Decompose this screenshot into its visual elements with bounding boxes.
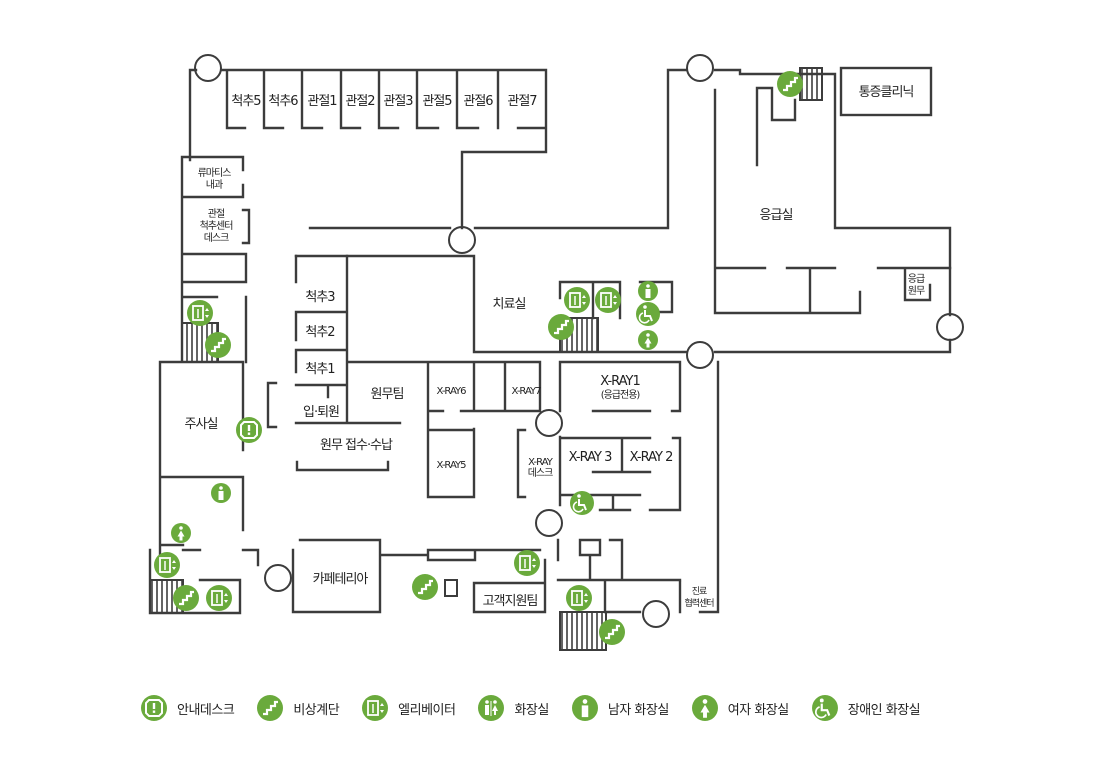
door[interactable] xyxy=(936,313,964,341)
legend-item-elevator: 엘리베이터 xyxy=(361,694,456,722)
walls xyxy=(148,66,952,651)
room-xray3: X-RAY 3 xyxy=(569,450,612,465)
room-gwanjeol1: 관절1 xyxy=(307,94,337,109)
room-gwanjeol2: 관절2 xyxy=(345,94,374,109)
desk-label-1: 관절 xyxy=(208,207,225,220)
elevator-icon[interactable] xyxy=(563,286,591,314)
room-reception: 원무 접수·수납 xyxy=(320,438,393,453)
female-restroom-icon[interactable] xyxy=(638,330,658,350)
room-xray1-sub: (응급전용) xyxy=(601,389,641,401)
accessible-restroom-icon[interactable] xyxy=(569,490,595,516)
stairs-icon xyxy=(256,694,285,722)
elevator-icon[interactable] xyxy=(153,551,181,579)
legend-item-male-restroom: 남자 화장실 xyxy=(571,694,669,722)
room-treatment: 치료실 xyxy=(493,297,526,312)
room-gwanjeol5: 관절5 xyxy=(422,94,452,109)
accessible-restroom-icon[interactable] xyxy=(635,301,661,327)
room-cafeteria: 카페테리아 xyxy=(313,572,369,587)
room-rheumatology: 류마티스 xyxy=(198,167,232,179)
room-injection: 주사실 xyxy=(185,417,218,432)
female-restroom-icon xyxy=(691,695,718,721)
room-rheumatology-2: 내과 xyxy=(206,179,223,191)
elevator-icon[interactable] xyxy=(205,584,233,612)
room-cheokchu1: 척추1 xyxy=(305,362,335,377)
room-xray7: X-RAY7 xyxy=(511,386,541,397)
er-admin-2: 원무 xyxy=(908,285,925,297)
stairs-icon[interactable] xyxy=(546,312,576,342)
info-desk-icon[interactable] xyxy=(235,416,263,444)
restroom-icon xyxy=(477,694,505,722)
elevator-icon[interactable] xyxy=(513,549,541,577)
stairs-icon[interactable] xyxy=(410,572,440,602)
elevator-icon[interactable] xyxy=(565,584,593,612)
accessible-restroom-icon xyxy=(810,694,839,722)
female-restroom-icon[interactable] xyxy=(171,523,191,543)
door[interactable] xyxy=(264,564,292,592)
door[interactable] xyxy=(448,226,476,254)
room-admission: 입·퇴원 xyxy=(303,405,339,420)
room-xray2: X-RAY 2 xyxy=(630,450,673,465)
desk-label-3: 데스크 xyxy=(204,232,229,244)
room-labels: 척추5 척추6 관절1 관절2 관절3 관절5 관절6 관절7 류마티스 내과 … xyxy=(185,85,926,609)
legend: 안내데스크 비상계단 엘리베이터 화장실 남자 화장실 여자 화장실 장애인 화… xyxy=(140,694,942,722)
legend-label: 남자 화장실 xyxy=(607,702,669,718)
legend-item-info-desk: 안내데스크 xyxy=(140,694,235,722)
room-cooperation-1: 진료 xyxy=(692,586,707,597)
room-gwanjeol7: 관절7 xyxy=(507,94,537,109)
room-xray6: X-RAY6 xyxy=(436,386,466,397)
room-cheokchu2: 척추2 xyxy=(305,325,334,340)
stairs-icon[interactable] xyxy=(171,583,201,613)
info-desk-icon xyxy=(140,694,168,722)
xray-desk-2: 데스크 xyxy=(528,467,553,479)
door[interactable] xyxy=(686,341,714,369)
room-pain-clinic: 통증클리닉 xyxy=(859,85,914,100)
door[interactable] xyxy=(194,54,222,82)
elevator-icon xyxy=(361,694,390,722)
legend-item-accessible-restroom: 장애인 화장실 xyxy=(810,694,921,722)
room-cooperation-2: 협력센터 xyxy=(684,597,714,609)
legend-label: 여자 화장실 xyxy=(727,702,789,718)
stairs-icon[interactable] xyxy=(597,617,627,647)
room-cheokchu6: 척추6 xyxy=(268,94,298,109)
legend-label: 안내데스크 xyxy=(177,702,235,718)
room-wonmu: 원무팀 xyxy=(371,387,404,402)
er-admin-1: 응급 xyxy=(908,273,925,285)
facility-icons xyxy=(153,69,805,647)
stairs-icon[interactable] xyxy=(203,330,233,360)
legend-item-restroom: 화장실 xyxy=(477,694,549,722)
room-cheokchu5: 척추5 xyxy=(231,94,261,109)
door[interactable] xyxy=(535,409,563,437)
room-cheokchu3: 척추3 xyxy=(305,290,335,305)
room-xray5: X-RAY5 xyxy=(436,460,466,471)
legend-label: 비상계단 xyxy=(293,702,340,718)
legend-item-stairs: 비상계단 xyxy=(256,694,340,722)
door[interactable] xyxy=(535,509,563,537)
room-gwanjeol6: 관절6 xyxy=(463,94,493,109)
legend-label: 화장실 xyxy=(514,702,549,718)
room-xray1: X-RAY1 xyxy=(600,374,640,389)
male-restroom-icon xyxy=(571,695,598,721)
room-gwanjeol3: 관절3 xyxy=(383,94,413,109)
stairs-icon[interactable] xyxy=(775,69,805,99)
elevator-icon[interactable] xyxy=(186,299,214,327)
male-restroom-icon[interactable] xyxy=(638,281,658,301)
room-customer-support: 고객지원팀 xyxy=(483,594,538,609)
legend-item-female-restroom: 여자 화장실 xyxy=(691,694,789,722)
door[interactable] xyxy=(642,600,670,628)
male-restroom-icon[interactable] xyxy=(211,483,231,503)
door[interactable] xyxy=(686,54,714,82)
room-emergency: 응급실 xyxy=(760,208,793,223)
legend-label: 장애인 화장실 xyxy=(847,702,921,718)
elevator-icon[interactable] xyxy=(594,286,622,314)
xray-desk-1: X-RAY xyxy=(528,457,554,468)
legend-label: 엘리베이터 xyxy=(398,702,456,718)
desk-label-2: 척추센터 xyxy=(200,220,233,232)
